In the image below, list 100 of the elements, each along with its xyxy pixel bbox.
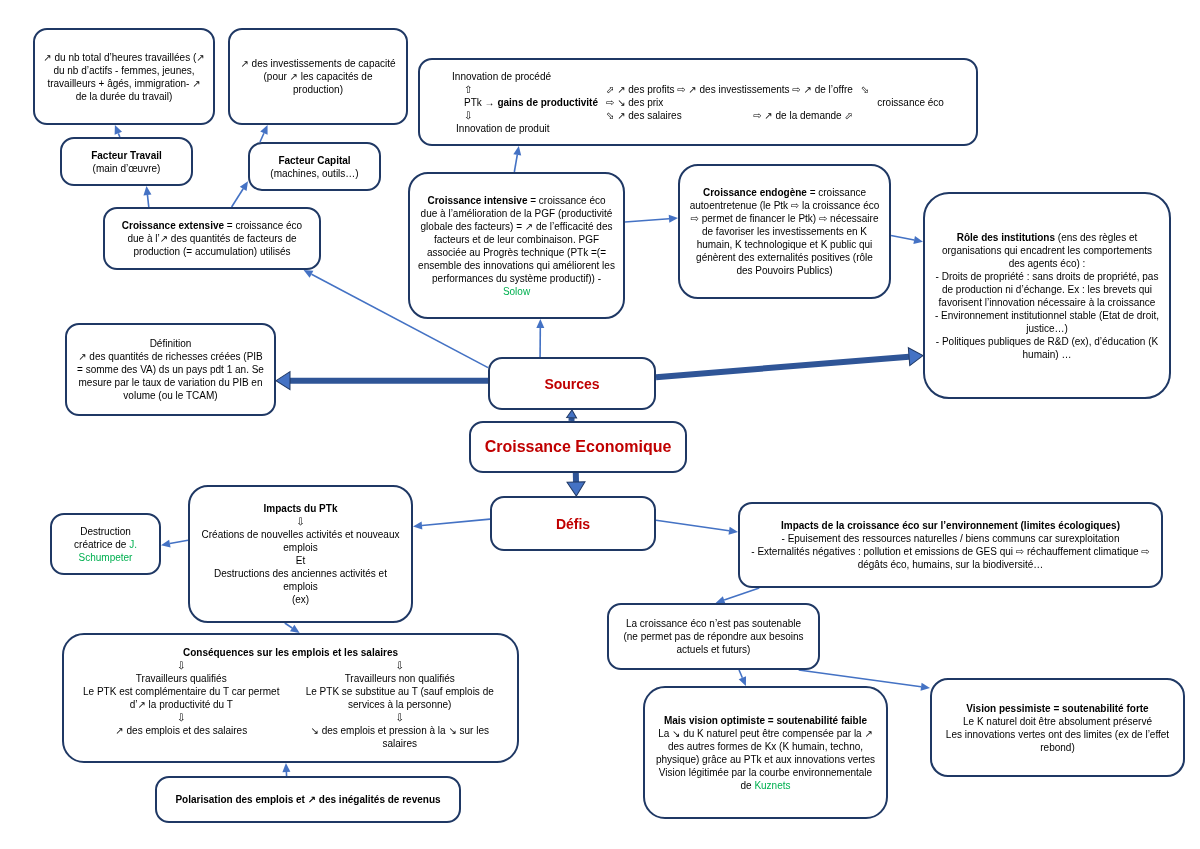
box-text: Vision légitimée par la courbe environnementale de Kuznets bbox=[657, 765, 874, 792]
box-text: ↗ des emplois et des salaires bbox=[115, 724, 248, 737]
box-text: La ↘ du K naturel peut être compensée par la ↗ des autres formes de Kx (K humain, techno, physique) grâce au PTk et aux innovations vertes bbox=[655, 726, 876, 766]
concept-box bbox=[65, 323, 276, 416]
concept-box bbox=[643, 686, 888, 819]
box-text: Innovation de produit bbox=[455, 121, 551, 135]
concept-box bbox=[188, 485, 413, 623]
concept-box bbox=[50, 513, 161, 575]
concept-box bbox=[930, 678, 1185, 777]
hub-title: Sources bbox=[544, 374, 600, 393]
box-text: ↗ des quantités de richesses créées (PIB = somme des VA) ds un pays pdt 1 an. Se mesure par le taux de variation du PIB en volume (ou le TCAM) bbox=[76, 350, 265, 402]
arrow-symbol: ⇩ bbox=[463, 108, 474, 122]
box-text: croissance éco bbox=[877, 95, 944, 109]
concept-box bbox=[738, 502, 1163, 588]
box-text: (ne permet pas de répondre aux besoins actuels et futurs) bbox=[622, 630, 805, 656]
box-text: Et bbox=[295, 554, 306, 567]
concept-box bbox=[923, 192, 1171, 399]
arrow bbox=[536, 319, 545, 358]
box-text: (ex) bbox=[291, 593, 310, 606]
box-text: Le PTK est complémentaire du T car permet d’↗ la productivité du T bbox=[82, 685, 281, 711]
concept-box bbox=[103, 207, 321, 270]
arrow-symbol: ⇧ bbox=[463, 82, 474, 96]
arrow bbox=[655, 519, 738, 535]
arrow bbox=[230, 181, 248, 208]
block-arrow bbox=[655, 347, 924, 381]
box-text: ↘ des emplois et pression à la ↘ sur les salaires bbox=[309, 724, 490, 750]
box-text: ⬀ ↗ des profits ⇨ ↗ des investissements ⇨ ↗ de l’offre bbox=[606, 82, 853, 96]
box-text: ⇨ ↘ des prix bbox=[606, 95, 665, 109]
box-text: Rôle des institutions (ens des règles et organisations qui encadrent les comportements des agents éco) : bbox=[940, 230, 1154, 270]
box-text: Le PTK se substitue au T (sauf emplois de services à la personne) bbox=[304, 685, 495, 711]
concept-box bbox=[60, 137, 193, 186]
box-text: Croissance endogène = croissance autoentretenue (le Ptk ⇨ la croissance éco ⇨ permet de financer le Ptk) ⇨ nécessaire de favoriser les investissements en K humain, K technologique et K public qui génèrent des externalités positives (rôle des Pouvoirs Publics) bbox=[688, 186, 881, 277]
box-text: - Droits de propriété : sans droits de propriété, pas de production ni d’échange. Ex : les brevets qui favorisent l’innovation nécessaire à la croissance bbox=[934, 269, 1160, 309]
arrow bbox=[283, 622, 300, 633]
box-heading: Polarisation des emplois et ↗ des inégalités de revenus bbox=[175, 793, 441, 806]
arrow bbox=[161, 539, 189, 548]
concept-box bbox=[490, 496, 656, 551]
box-heading: Facteur Travail bbox=[91, 148, 162, 162]
box-text: La croissance éco n’est pas soutenable bbox=[625, 617, 802, 630]
box-text: - Environnement institutionnel stable (Etat de droit, justice…) bbox=[934, 308, 1160, 335]
arrow bbox=[413, 518, 491, 530]
arrow-symbol: ⇩ bbox=[177, 659, 186, 672]
hub-title: Défis bbox=[555, 514, 591, 533]
box-text: Croissance intensive = croissance éco due à l’amélioration de la PGF (productivité globale des facteurs) = ↗ de l’efficacité des facteurs et de leur combinaison. PGF associée au Progrès technique (PTk =(= ensemble des innovations qui améliorent les performances du système productif)) - Solow bbox=[418, 193, 615, 298]
box-heading: Conséquences sur les emplois et les salaires bbox=[181, 646, 400, 659]
arrow bbox=[303, 270, 489, 369]
box-text: Créations de nouvelles activités et nouveaux emplois bbox=[200, 528, 401, 554]
arrow bbox=[259, 125, 268, 143]
box-text: - Epuisement des ressources naturelles / biens communs car surexploitation bbox=[781, 532, 1120, 545]
block-arrow bbox=[566, 472, 586, 497]
box-text: - Externalités négatives : pollution et emissions de GES qui ⇨ réchauffement climatique ⇨ dégâts éco, humains, sur la biodiversité… bbox=[750, 545, 1151, 571]
arrow bbox=[513, 146, 522, 173]
box-text: Le K naturel doit être absolument préservé bbox=[963, 714, 1152, 728]
arrow bbox=[282, 763, 291, 777]
box-text: (main d’œuvre) bbox=[92, 161, 161, 175]
concept-box bbox=[678, 164, 891, 299]
box-heading: Vision pessimiste = soutenabilité forte bbox=[966, 701, 1149, 715]
box-heading: Mais vision optimiste = soutenabilité faible bbox=[663, 713, 868, 727]
arrow-symbol: ⬂ bbox=[860, 82, 870, 96]
concept-box bbox=[607, 603, 820, 670]
concept-box bbox=[488, 357, 656, 410]
box-text: ↗ des investissements de capacité (pour ↗ les capacités de production) bbox=[239, 57, 397, 96]
box-text: Croissance extensive = croissance éco due à l’↗ des quantités de facteurs de production (= accumulation) utilisés bbox=[120, 219, 304, 258]
arrow-symbol: ⇩ bbox=[296, 515, 305, 528]
box-text: Destruction créatrice de J. Schumpeter bbox=[73, 524, 138, 564]
hub-title: Croissance Economique bbox=[484, 437, 672, 457]
arrow bbox=[890, 234, 923, 244]
arrow-symbol: ⇩ bbox=[395, 711, 404, 724]
box-text: Travailleurs qualifiés bbox=[135, 672, 227, 685]
concept-box bbox=[469, 421, 687, 473]
box-text: Travailleurs non qualifiés bbox=[344, 672, 455, 685]
box-text: ↗ du nb total d’heures travaillées (↗ du nb d’actifs - femmes, jeunes, travailleurs + âgés, immigration- ↗ de la durée du travail) bbox=[43, 50, 205, 103]
box-heading: Facteur Capital bbox=[278, 153, 351, 167]
concept-box bbox=[33, 28, 215, 125]
arrow-symbol: ⇩ bbox=[395, 659, 404, 672]
box-text: ⇨ ↗ de la demande ⬀ bbox=[753, 108, 853, 122]
concept-box bbox=[408, 172, 625, 319]
block-arrow bbox=[275, 371, 488, 391]
concept-box bbox=[248, 142, 381, 191]
box-text: Définition bbox=[149, 337, 192, 350]
concept-box bbox=[62, 633, 519, 763]
concept-box bbox=[418, 58, 978, 146]
arrow bbox=[797, 669, 930, 691]
box-text: ⬂ ↗ des salaires bbox=[606, 108, 683, 122]
concept-box bbox=[228, 28, 408, 125]
box-text: Les innovations vertes ont des limites (ex de l’effet rebond) bbox=[944, 727, 1171, 754]
arrow bbox=[143, 186, 152, 208]
box-text: PTk → gains de productivité bbox=[463, 95, 598, 109]
box-text: Innovation de procédé bbox=[452, 69, 553, 83]
arrow bbox=[738, 669, 747, 686]
box-text: - Politiques publiques de R&D (ex), d’éducation (K humain) … bbox=[934, 334, 1160, 361]
block-arrow bbox=[566, 409, 578, 422]
arrow bbox=[114, 125, 123, 138]
box-text: (machines, outils…) bbox=[270, 166, 359, 180]
box-heading: Impacts du PTk bbox=[263, 502, 338, 515]
concept-box bbox=[155, 776, 461, 823]
box-heading: Impacts de la croissance éco sur l’environnement (limites écologiques) bbox=[781, 519, 1120, 532]
arrow bbox=[624, 214, 678, 223]
box-text: Destructions des anciennes activités et emplois bbox=[213, 567, 388, 593]
arrow-symbol: ⇩ bbox=[177, 711, 186, 724]
